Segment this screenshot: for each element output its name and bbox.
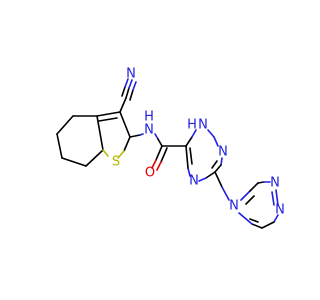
bond [85,149,104,167]
atom-h-amide: H [144,110,154,125]
bond [249,182,259,192]
atom-h-triazole: H [187,118,197,133]
bond [128,79,133,89]
bond [56,115,74,135]
bond [271,191,275,206]
bond [238,212,253,225]
bond [251,223,263,229]
molecule-canvas: N S N H O N H N N N N N [56,67,285,229]
bond [119,111,131,138]
bond [213,136,219,147]
cyano-group [119,78,137,113]
triazole-link [214,171,230,201]
bond [220,157,223,166]
atom-n-cyano: N [126,67,136,82]
atom-n4-triazolyl: N [229,199,239,214]
atom-n-triazolyl-b: N [275,203,285,218]
atom-s-thiophene: S [112,155,120,170]
bond [96,111,121,117]
bond [198,177,207,182]
bond [151,159,157,169]
bond [257,181,265,184]
triazolyl-ring [238,181,279,229]
atom-n1-triazole: N [198,118,208,133]
bond [132,81,137,91]
bond [117,150,125,159]
atom-n-amide: N [144,123,154,138]
triazole-ring [185,129,223,182]
bond [157,138,163,147]
bond [211,160,218,169]
bond [187,167,191,177]
bond [275,189,279,206]
bond [154,133,159,140]
bond [155,145,163,161]
bond [125,87,130,99]
bond [139,133,144,136]
bond [119,97,127,113]
amide-linkage [129,133,187,171]
bond [205,171,216,179]
bond [261,221,275,229]
bond [129,89,134,101]
bond [129,134,141,138]
bond [185,145,189,169]
bond [56,133,63,159]
bond [156,161,162,171]
bond [189,147,193,165]
atom-n2-triazole: N [218,145,228,160]
bond [214,164,222,173]
cyclohexane-ring [56,115,104,167]
bond [98,117,118,122]
atom-n-triazolyl-a: N [270,176,280,191]
bond [191,129,197,138]
bond [123,136,131,152]
thiophene-ring [96,111,131,159]
molecule-structure: N S N H O N H N N N N N [56,67,285,229]
bond [61,157,87,167]
bond [240,190,251,201]
bond [96,115,104,151]
bond [121,86,126,97]
bond [124,78,129,88]
bond [221,186,230,201]
bond [102,149,109,157]
bond [249,218,259,223]
bond [207,129,215,138]
bond [273,214,279,223]
bond [185,136,193,147]
atom-labels: N S N H O N H N N N N N [112,67,285,218]
atom-n4-triazole: N [189,174,199,189]
atom-o-carbonyl: O [145,166,155,181]
bond [245,195,255,205]
bond [160,147,168,163]
bond [214,171,223,188]
